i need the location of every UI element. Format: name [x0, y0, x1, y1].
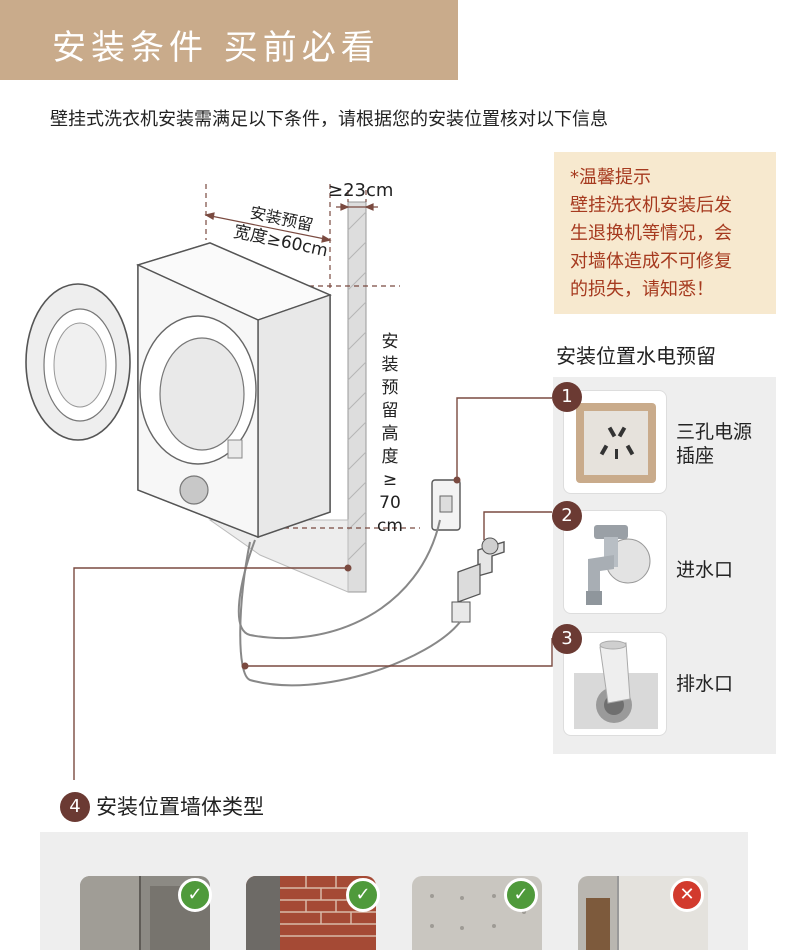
height-label-char: 高 — [382, 424, 399, 444]
gap-label: ≥23cm — [328, 180, 393, 201]
height-label-char: 度 — [382, 447, 399, 467]
tip-line: 壁挂洗衣机安装后发 — [570, 195, 732, 216]
item-number-badge: 2 — [552, 501, 582, 531]
wall-faucet-illustration — [451, 537, 505, 623]
page-title: 安装条件 买前必看 — [52, 28, 380, 68]
intro-text: 壁挂式洗衣机安装需满足以下条件，请根据您的安装位置核对以下信息 — [50, 109, 608, 130]
not-allowed-cross-icon: ✕ — [670, 878, 704, 912]
allowed-check-icon: ✓ — [504, 878, 538, 912]
socket-card — [563, 390, 667, 494]
height-label-char: 安 — [382, 332, 399, 352]
header-band — [0, 0, 458, 80]
item-number-badge: 3 — [552, 624, 582, 654]
height-label-char: 预 — [382, 378, 399, 398]
wall-illustration — [208, 201, 367, 593]
tip-line: 的损失，请知悉！ — [570, 279, 714, 300]
dimension-arrows — [204, 203, 378, 243]
height-label-char: cm — [377, 516, 403, 536]
tip-line: 对墙体造成不可修复 — [570, 251, 732, 272]
faucet-icon — [586, 525, 651, 605]
wall-types-title: 安装位置墙体类型 — [96, 795, 264, 819]
faucet-card — [563, 510, 667, 614]
tip-line: 生退换机等情况，会 — [570, 223, 732, 244]
tip-line: *温馨提示 — [570, 167, 651, 188]
callout-dots — [241, 476, 461, 670]
socket-icon — [576, 403, 656, 483]
drain-icon — [574, 640, 658, 729]
height-label-char: 留 — [382, 401, 399, 421]
drain-label: 排水口 — [676, 673, 734, 695]
socket-label: 三孔电源 插座 — [676, 421, 753, 467]
item-number-badge: 1 — [552, 382, 582, 412]
drain-card — [563, 632, 667, 736]
wall-socket-illustration — [431, 479, 461, 531]
faucet-label: 进水口 — [676, 559, 734, 581]
height-label-char: ≥ — [383, 470, 397, 490]
allowed-check-icon: ✓ — [178, 878, 212, 912]
panel-title: 安装位置水电预留 — [556, 344, 716, 368]
washing-machine-illustration — [25, 242, 332, 539]
item-number-badge: 4 — [60, 792, 90, 822]
callout-lines — [73, 397, 553, 780]
height-label-char: 70 — [379, 493, 401, 513]
height-label-char: 装 — [382, 355, 399, 375]
installation-diagram: ≥23cm 安装预留 宽度≥60cm 安 装 预 留 高 度 ≥ 70 cm — [25, 180, 553, 780]
hoses — [237, 519, 461, 687]
allowed-check-icon: ✓ — [346, 878, 380, 912]
tip-box: *温馨提示 壁挂洗衣机安装后发 生退换机等情况，会 对墙体造成不可修复 的损失，… — [554, 152, 776, 314]
